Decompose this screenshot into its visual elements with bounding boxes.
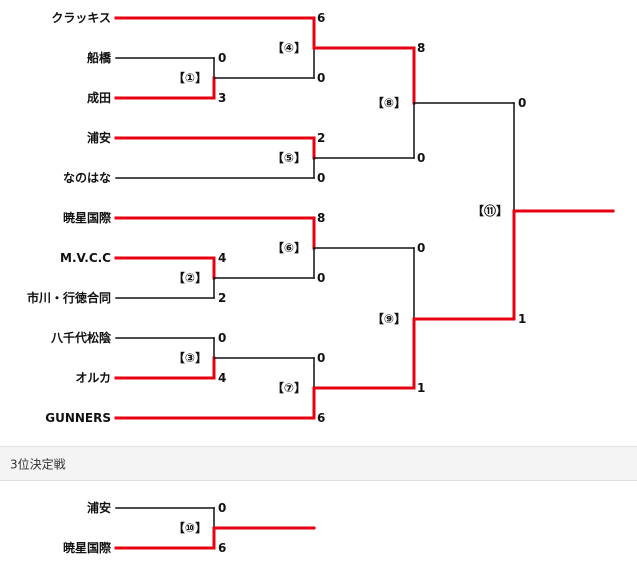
game-6-label: 【⑥】 (271, 241, 307, 255)
team-name: M.V.C.C (60, 251, 111, 265)
game-2-label: 【②】 (172, 271, 208, 285)
game-6-score-top: 8 (317, 211, 326, 225)
game-6-score-bottom: 0 (317, 271, 326, 285)
game-10-score-bottom: 6 (218, 541, 227, 555)
game-7-label: 【⑦】 (271, 381, 307, 395)
game-1-score-top: 0 (218, 51, 227, 65)
game-9-label: 【⑨】 (371, 312, 407, 326)
third-place-header: 3位決定戦 (0, 446, 637, 481)
game-3-score-bottom: 4 (218, 371, 227, 385)
game-9-score-bottom: 1 (417, 381, 426, 395)
game-10-label: 【⑩】 (172, 521, 208, 535)
game-2-score-bottom: 2 (218, 291, 227, 305)
game-3-score-top: 0 (218, 331, 227, 345)
game-1-label: 【①】 (172, 71, 208, 85)
game-11-score-top: 0 (518, 96, 527, 110)
team-name: なのはな (62, 171, 111, 185)
game-7-score-bottom: 6 (317, 411, 326, 425)
game-5-score-top: 2 (317, 131, 326, 145)
team-name: クラッキス (51, 11, 111, 25)
game-5-label: 【⑤】 (271, 151, 307, 165)
third-place-team: 暁星国際 (62, 541, 111, 555)
team-name: 浦安 (86, 131, 111, 145)
game-11-label: 【⑪】 (471, 204, 509, 218)
game-3-label: 【③】 (172, 351, 208, 365)
team-name: 成田 (86, 91, 111, 105)
team-name: 船橋 (86, 51, 111, 65)
game-8-score-bottom: 0 (417, 151, 426, 165)
team-name: 暁星国際 (62, 211, 111, 225)
game-7-score-top: 0 (317, 351, 326, 365)
game-5-score-bottom: 0 (317, 171, 326, 185)
team-name: GUNNERS (45, 411, 111, 425)
game-4-label: 【④】 (271, 41, 307, 55)
game-4-score-bottom: 0 (317, 71, 326, 85)
game-1-score-bottom: 3 (218, 91, 227, 105)
game-9-score-top: 0 (417, 241, 426, 255)
game-8-label: 【⑧】 (371, 96, 407, 110)
game-4-score-top: 6 (317, 11, 326, 25)
game-10-score-top: 0 (218, 501, 227, 515)
game-2-score-top: 4 (218, 251, 227, 265)
team-name: 八千代松陰 (50, 331, 111, 345)
team-name: オルカ (75, 371, 111, 385)
team-name: 市川・行徳合同 (26, 291, 111, 305)
game-8-score-top: 8 (417, 41, 426, 55)
third-place-team: 浦安 (86, 501, 111, 515)
game-11-score-bottom: 1 (518, 312, 527, 326)
third-place-title: 3位決定戦 (10, 457, 66, 471)
